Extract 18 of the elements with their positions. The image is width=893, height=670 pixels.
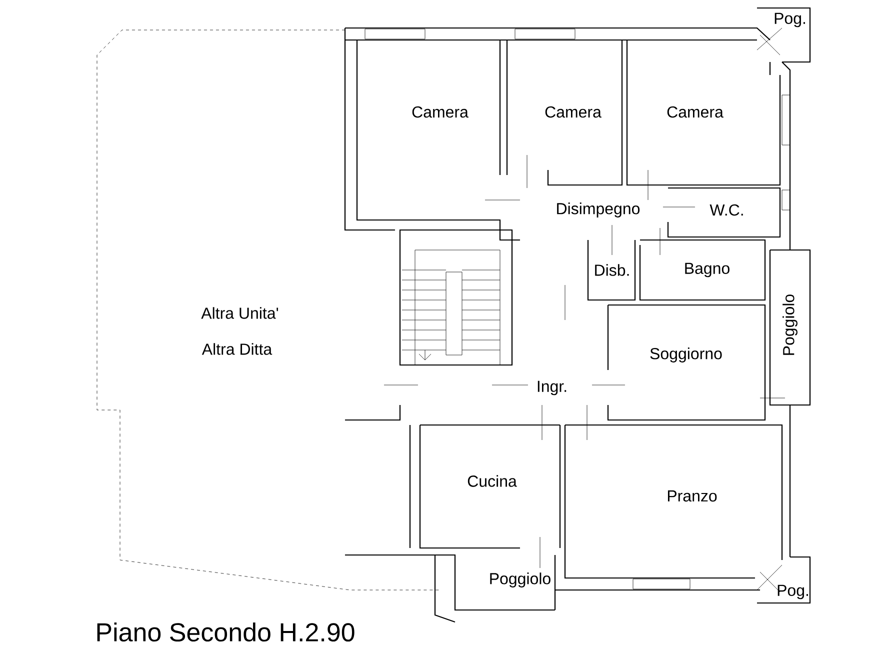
room-label: Disimpegno <box>557 202 640 218</box>
room-label: Camera <box>667 106 724 118</box>
room-label: Camera <box>545 106 602 118</box>
room-label: Poggiolo <box>782 294 798 355</box>
room-label: Altra Unita' <box>201 307 278 319</box>
room-label: Pranzo <box>668 490 717 502</box>
room-label: Ingr. <box>538 380 566 396</box>
room-label: Pog. <box>774 12 805 28</box>
room-label: Camera <box>412 106 468 118</box>
room-label: Cucina <box>468 475 517 487</box>
room-label: Pog. <box>778 584 808 600</box>
room-label: Soggiorno <box>650 348 722 362</box>
room-label: W.C. <box>710 204 743 216</box>
room-label: Altra Ditta <box>202 343 272 355</box>
room-label: Poggiolo <box>490 572 550 588</box>
room-label: Bagno <box>685 262 730 278</box>
room-label: Disb. <box>595 264 629 276</box>
plan-caption: Piano Secondo H.2.90 <box>97 622 354 642</box>
